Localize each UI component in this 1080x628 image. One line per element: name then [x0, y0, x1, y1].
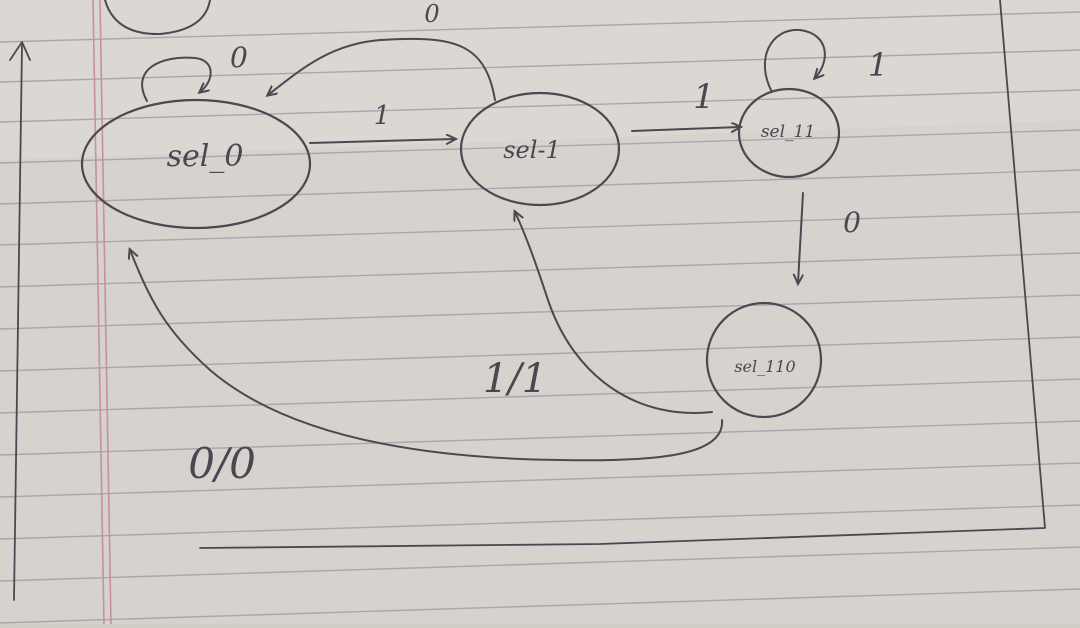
- ruled-lines: [0, 11, 1080, 624]
- transition-sel-0-to-sel-1: [309, 139, 455, 143]
- state-label-sel-1: sel-1: [503, 136, 561, 164]
- label-sel-1-to-sel-11: 1: [693, 77, 715, 117]
- state-sel-1: [459, 91, 621, 207]
- label-sel-110-to-sel-0: 0/0: [188, 439, 256, 488]
- transition-sel-110-to-sel-1: [515, 212, 713, 414]
- page-frame-line: [199, 0, 1046, 549]
- state-label-sel-11: sel_11: [761, 122, 815, 142]
- transition-sel-0-self-loop: [141, 56, 212, 102]
- state-label-sel-110: sel_110: [734, 357, 795, 376]
- state-label-sel-0: sel_0: [167, 139, 244, 174]
- transition-sel-1-to-sel-11: [631, 127, 740, 131]
- label-sel-1-to-sel-0: 0: [424, 0, 439, 28]
- label-sel-11-self-loop: 1: [868, 46, 888, 84]
- transition-sel-1-to-sel-0: [268, 37, 496, 101]
- label-sel-0-self-loop: 0: [230, 41, 248, 74]
- state-sel-110: [705, 301, 823, 419]
- transition-sel-11-self-loop: [763, 28, 826, 93]
- left-border-arrow: [9, 41, 31, 601]
- paper-highlight: [0, 0, 1080, 160]
- label-sel-0-to-sel-1: 1: [374, 101, 391, 131]
- label-sel-11-to-sel-110: 0: [843, 206, 861, 239]
- label-sel-110-to-sel-1: 1/1: [483, 356, 547, 402]
- transition-sel-110-to-sel-0: [130, 250, 724, 462]
- state-sel-0: [80, 98, 312, 230]
- margin-lines: [92, 0, 112, 625]
- transition-sel-11-to-sel-110: [798, 192, 804, 283]
- partial-state-circle: [104, 0, 211, 36]
